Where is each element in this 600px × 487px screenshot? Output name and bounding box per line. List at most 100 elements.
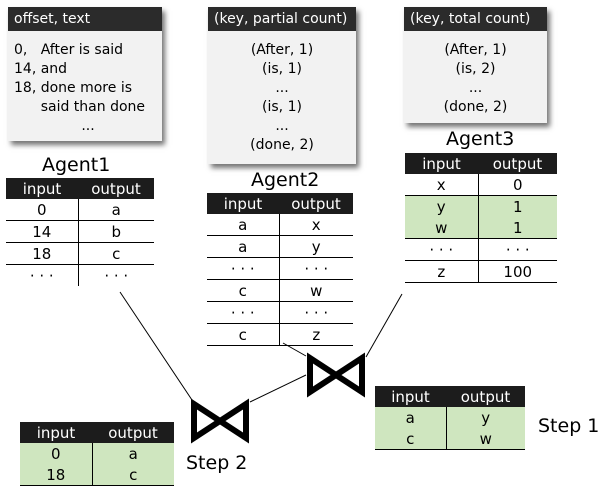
table-cell: w bbox=[446, 428, 525, 450]
card-line: said than done bbox=[14, 99, 146, 115]
card-line: (done, 2) bbox=[443, 99, 508, 115]
table-cell: y bbox=[446, 407, 525, 428]
table-cell: · · · bbox=[405, 238, 479, 261]
table-row: 0 a bbox=[6, 199, 154, 221]
table-cell: a bbox=[375, 407, 447, 428]
table-row-highlighted: w 1 bbox=[405, 217, 557, 239]
partial-count-card: (key, partial count) (After, 1) (is, 1) … bbox=[208, 7, 356, 164]
bowtie-join-icon bbox=[191, 398, 249, 444]
edge-agent1-to-step2-join bbox=[119, 291, 193, 401]
edge-agent3-to-step1-join bbox=[365, 293, 403, 358]
table-cell: 18 bbox=[6, 242, 79, 265]
input-text-card: offset, text 0, After is said 14, and 18… bbox=[8, 7, 162, 141]
agent3-label: Agent3 bbox=[446, 128, 515, 150]
column-header: output bbox=[92, 422, 174, 443]
step1-result-table: input output a y c w bbox=[375, 386, 525, 450]
column-header: input bbox=[20, 422, 92, 443]
table-header-row: input output bbox=[375, 386, 525, 407]
card-line: (done, 2) bbox=[250, 137, 314, 153]
table-header-row: input output bbox=[6, 178, 154, 199]
table-cell: a bbox=[207, 214, 280, 236]
agent1-table: input output 0 a 14 b 18 c · · · · · · bbox=[6, 178, 154, 286]
table-header-row: input output bbox=[20, 422, 174, 443]
table-row: a y bbox=[207, 235, 353, 258]
table-row: c w bbox=[207, 279, 353, 302]
card-header: (key, total count) bbox=[404, 7, 547, 31]
table-cell: z bbox=[405, 260, 479, 283]
column-header: output bbox=[446, 386, 525, 407]
column-header: input bbox=[207, 193, 279, 214]
card-line: (is, 1) bbox=[262, 99, 302, 115]
table-row: 0 a bbox=[20, 443, 174, 464]
column-header: output bbox=[478, 153, 557, 174]
table-header-row: input output bbox=[207, 193, 353, 214]
table-row: z 100 bbox=[405, 260, 557, 283]
table-cell: 18 bbox=[20, 464, 93, 486]
column-header: output bbox=[279, 193, 353, 214]
table-cell: · · · bbox=[104, 266, 129, 285]
table-cell: · · · bbox=[207, 301, 280, 324]
table-row: x 0 bbox=[405, 174, 557, 196]
agent1-label: Agent1 bbox=[42, 154, 111, 176]
table-row: c z bbox=[207, 323, 353, 346]
bowtie-join-icon bbox=[307, 352, 365, 398]
table-cell: z bbox=[279, 323, 353, 346]
step2-result-table: input output 0 a 18 c bbox=[20, 422, 174, 486]
card-line: ... bbox=[275, 80, 289, 96]
table-cell: 100 bbox=[478, 260, 557, 283]
table-cell: 1 bbox=[478, 195, 557, 217]
table-cell: c bbox=[92, 464, 174, 486]
table-row: a x bbox=[207, 214, 353, 236]
total-count-card: (key, total count) (After, 1) (is, 2) ..… bbox=[404, 7, 547, 123]
table-cell: 0 bbox=[478, 174, 557, 196]
table-cell: c bbox=[207, 323, 280, 346]
card-line: (After, 1) bbox=[250, 42, 314, 58]
table-cell: w bbox=[279, 279, 353, 302]
table-cell: w bbox=[405, 217, 479, 239]
card-line: ... bbox=[468, 80, 483, 96]
table-cell: y bbox=[405, 195, 479, 217]
table-cell: c bbox=[78, 242, 154, 265]
table-cell: · · · bbox=[279, 257, 353, 280]
table-cell: b bbox=[78, 220, 154, 243]
agent3-table: input output x 0 y 1 w 1 · · · · · · z 1… bbox=[405, 153, 557, 283]
column-header: input bbox=[405, 153, 478, 174]
table-cell: a bbox=[92, 443, 174, 464]
step2-label: Step 2 bbox=[186, 452, 248, 474]
table-cell: 14 bbox=[6, 220, 79, 243]
table-cell: 1 bbox=[478, 217, 557, 239]
card-line: 0, After is said bbox=[14, 42, 124, 58]
table-row: 18 c bbox=[20, 464, 174, 486]
table-row: a y bbox=[375, 407, 525, 428]
table-cell: 0 bbox=[6, 199, 79, 221]
table-cell: c bbox=[375, 428, 447, 450]
table-cell: y bbox=[279, 235, 353, 258]
card-header: offset, text bbox=[8, 7, 162, 31]
table-row: 18 c bbox=[6, 242, 154, 265]
column-header: input bbox=[6, 178, 78, 199]
table-cell: a bbox=[207, 235, 280, 258]
edge-step1-join-to-step2-join bbox=[249, 374, 307, 403]
table-cell: x bbox=[279, 214, 353, 236]
agent2-table: input output a x a y · · · · · · c w · ·… bbox=[207, 193, 353, 346]
table-row: c w bbox=[375, 428, 525, 450]
card-line: ... bbox=[81, 118, 95, 134]
agent2-label: Agent2 bbox=[251, 169, 320, 191]
table-row: · · · · · · bbox=[207, 301, 353, 324]
table-row: · · · · · · bbox=[207, 257, 353, 280]
column-header: input bbox=[375, 386, 446, 407]
table-cell: · · · bbox=[478, 238, 557, 261]
card-header: (key, partial count) bbox=[208, 7, 356, 31]
table-row: · · · · · · bbox=[6, 264, 154, 286]
step1-label: Step 1 bbox=[538, 415, 600, 437]
table-cell: · · · bbox=[279, 301, 353, 324]
card-line: ... bbox=[275, 118, 289, 134]
card-line: (is, 1) bbox=[262, 61, 302, 77]
table-cell: c bbox=[207, 279, 280, 302]
card-line: 18, done more is bbox=[14, 80, 133, 96]
table-cell: a bbox=[78, 199, 154, 221]
table-cell: · · · bbox=[6, 264, 79, 286]
table-row: · · · · · · bbox=[405, 238, 557, 261]
card-line: (is, 2) bbox=[455, 61, 496, 77]
